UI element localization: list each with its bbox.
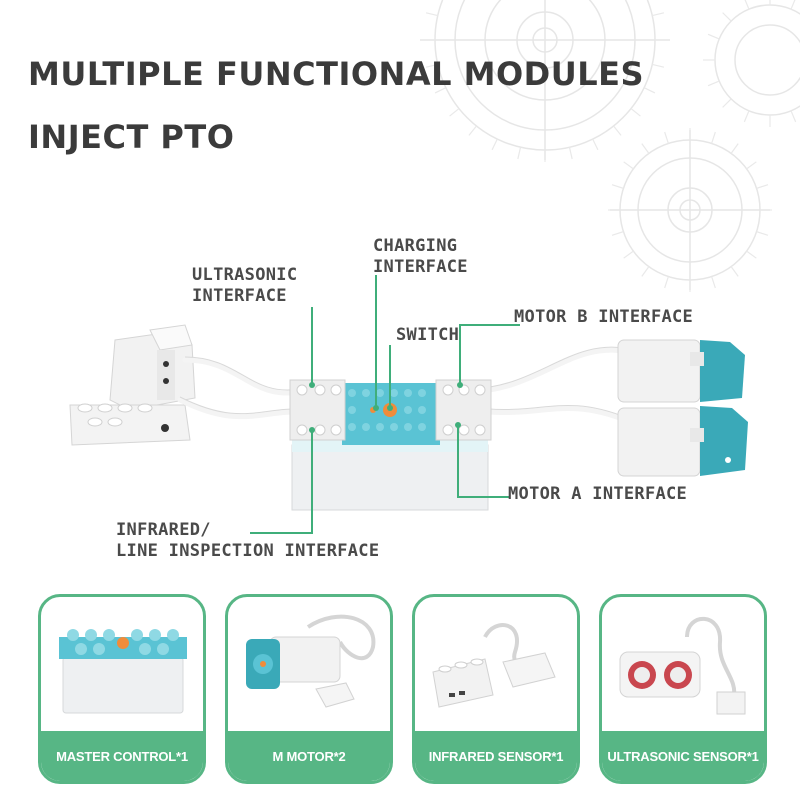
product-diagram bbox=[69, 275, 748, 534]
callout-charging-interface: CHARGING INTERFACE bbox=[373, 236, 468, 277]
callout-motor-a-interface: MOTOR A INTERFACE bbox=[508, 484, 688, 504]
motor-a-icon bbox=[617, 406, 748, 477]
gear-background-illustration bbox=[420, 0, 800, 292]
master-control-hub-icon bbox=[59, 629, 187, 714]
module-card-infrared-sensor: INFRARED SENSOR*1 bbox=[412, 594, 580, 784]
motor-b-icon bbox=[617, 339, 745, 403]
callout-ultrasonic-interface: ULTRASONIC INTERFACE bbox=[192, 265, 298, 306]
hub-body bbox=[289, 379, 492, 511]
module-card-row: MASTER CONTROL*1 M MOTOR*2 INFRARED SENS… bbox=[0, 590, 800, 790]
module-card-m-motor: M MOTOR*2 bbox=[225, 594, 393, 784]
callout-switch: SWITCH bbox=[396, 325, 460, 345]
module-card-master-control: MASTER CONTROL*1 bbox=[38, 594, 206, 784]
module-label-master-control: MASTER CONTROL*1 bbox=[41, 731, 203, 781]
ultrasonic-sensor-icon bbox=[619, 616, 746, 715]
module-label-m-motor: M MOTOR*2 bbox=[228, 731, 390, 781]
ultrasonic-sensor-icon bbox=[69, 324, 196, 446]
callout-motor-b-interface: MOTOR B INTERFACE bbox=[514, 307, 694, 327]
m-motor-icon bbox=[246, 614, 376, 708]
headline-line-1: MULTIPLE FUNCTIONAL MODULES bbox=[28, 55, 645, 93]
module-label-ultrasonic-sensor: ULTRASONIC SENSOR*1 bbox=[602, 731, 764, 781]
module-label-infrared-sensor: INFRARED SENSOR*1 bbox=[415, 731, 577, 781]
headline-line-2: INJECT PTO bbox=[28, 118, 235, 156]
infrared-sensor-icon bbox=[432, 623, 556, 708]
module-card-ultrasonic-sensor: ULTRASONIC SENSOR*1 bbox=[599, 594, 767, 784]
callout-infrared-interface: INFRARED/ LINE INSPECTION INTERFACE bbox=[116, 520, 380, 561]
